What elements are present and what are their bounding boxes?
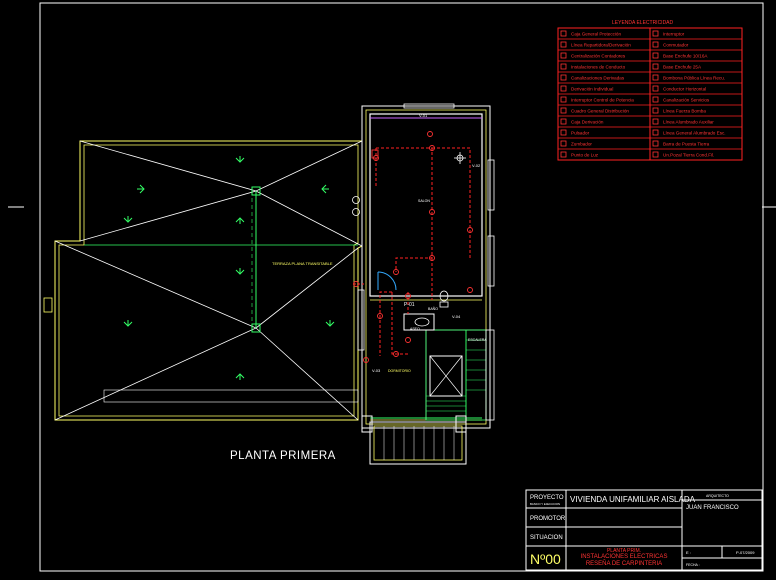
- legend-item-left-6: Interruptor Control de Potencia: [571, 97, 634, 102]
- legend-symbol-icon: [652, 129, 659, 136]
- legend-item-left-0: Caja General Protección: [571, 31, 621, 36]
- legend-item-left-8: Caja Derivación: [571, 119, 604, 124]
- situacion-label: SITUACION: [530, 535, 563, 541]
- room-salon: SALON: [418, 199, 430, 203]
- legend-symbol-icon: [652, 63, 659, 70]
- legend-item-left-4: Canalizaciones Derivadas: [571, 75, 625, 80]
- legend-symbol-icon: [560, 74, 567, 81]
- legend-item-left-5: Derivación Individual: [571, 86, 613, 91]
- legend-item-left-10: Zumbador: [571, 141, 592, 146]
- legend-symbol-icon: [560, 30, 567, 37]
- legend-item-right-8: Línea Alumbrado Auxiliar: [663, 119, 714, 124]
- legend-item-right-3: Base Enchufe 25A: [663, 64, 702, 69]
- legend-item-right-9: Línea General Alumbrado Esc.: [663, 130, 726, 135]
- legend-item-left-1: Línea Repartidora/Derivación: [571, 42, 631, 47]
- fecha-label: FECHA :: [686, 563, 700, 567]
- window-tag-3: V-03: [372, 368, 381, 373]
- door-tag: P-01: [404, 302, 415, 308]
- plan-line-2: INSTALACIONES ELECTRICAS: [581, 554, 668, 560]
- legend-item-left-9: Pulsador: [571, 130, 590, 135]
- window-tag-2: V-02: [472, 163, 481, 168]
- lamp-symbols: [352, 152, 466, 216]
- room-escalera: ESCALERA: [468, 338, 487, 342]
- legend-symbol-icon: [560, 96, 567, 103]
- legend-symbol-icon: [652, 74, 659, 81]
- legend-symbol-icon: [560, 85, 567, 92]
- legend-symbol-icon: [652, 107, 659, 114]
- proyecto-value: VIVIENDA UNIFAMILIAR AISLADA: [570, 495, 696, 504]
- legend-panel: LEYENDA ELECTRICIDAD: [557, 20, 743, 161]
- window-tag-1: V-01: [419, 113, 428, 118]
- plan-line-3: RESEÑA DE CARPINTERIA: [586, 560, 662, 567]
- legend-symbol-icon: [560, 129, 567, 136]
- legend-item-right-2: Base Enchufe 10/16A: [663, 53, 708, 58]
- drain-arrows: [123, 156, 335, 380]
- legend-symbol-icon: [652, 52, 659, 59]
- legend-item-right-1: Conmutador: [663, 42, 689, 47]
- legend-item-right-5: Conductor Horizontal: [663, 86, 706, 91]
- arquitecto-value: JUAN FRANCISCO: [686, 505, 739, 511]
- promotor-label: PROMOTOR: [530, 516, 566, 522]
- legend-title: LEYENDA ELECTRICIDAD: [612, 20, 674, 26]
- legend-symbol-icon: [560, 63, 567, 70]
- house-plan: [357, 103, 495, 465]
- sheet-number: Nº00: [530, 551, 561, 567]
- roof-terrace: [43, 140, 363, 421]
- legend-item-left-11: Punto de Luz: [571, 152, 599, 157]
- legend-item-right-0: Interruptor: [663, 31, 685, 36]
- room-bano: BAÑO: [428, 306, 438, 311]
- legend-item-right-11: Un.Pozal Tierra Cond.Fil.: [663, 152, 714, 157]
- legend-symbol-icon: [652, 151, 659, 158]
- legend-item-left-2: Centralización Contadores: [571, 53, 626, 58]
- legend-item-right-6: Canalización Servicios: [663, 97, 710, 102]
- legend-symbol-icon: [560, 151, 567, 158]
- legend-symbol-icon: [652, 85, 659, 92]
- window-tag-4: V-04: [452, 314, 461, 319]
- code-value: P-07/2009: [736, 550, 755, 555]
- plan-title: PLANTA PRIMERA: [230, 450, 336, 462]
- legend-symbol-icon: [560, 118, 567, 125]
- legend-symbol-icon: [560, 140, 567, 147]
- legend-item-right-4: Bombona Pública Línea Recu.: [663, 75, 725, 80]
- proyecto-label: PROYECTO: [530, 495, 564, 501]
- legend-symbol-icon: [560, 52, 567, 59]
- legend-symbol-icon: [560, 107, 567, 114]
- legend-item-right-7: Línea Fuerza Bomba: [663, 108, 706, 113]
- legend-item-left-7: Cuadro General Distribución: [571, 108, 629, 113]
- electrical-symbols: [353, 131, 473, 363]
- electrical-circuits: [354, 147, 471, 356]
- title-block: [525, 489, 763, 571]
- plan-line-1: PLANTA PRIM.: [607, 548, 641, 554]
- legend-symbol-icon: [560, 41, 567, 48]
- legend-symbol-icon: [652, 96, 659, 103]
- legend-item-left-3: Instalaciones de Conducto: [571, 64, 626, 69]
- legend-item-right-10: Barra de Puesta Tierra: [663, 141, 710, 146]
- legend-symbol-icon: [652, 30, 659, 37]
- escala-label: E :: [686, 550, 691, 555]
- legend-symbol-icon: [652, 41, 659, 48]
- drawing-frame: [39, 2, 764, 572]
- room-aseo: ASEO: [410, 327, 420, 331]
- room-dormitorio: DORMITORIO: [388, 369, 411, 373]
- roof-label: TERRAZA PLANA TRANSITABLE: [272, 261, 333, 266]
- legend-symbol-icon: [652, 140, 659, 147]
- proyecto-sub: BASICO Y EJECUCION: [530, 502, 560, 506]
- legend-symbol-icon: [652, 118, 659, 125]
- arquitecto-label: ARQUITECTO: [706, 494, 729, 498]
